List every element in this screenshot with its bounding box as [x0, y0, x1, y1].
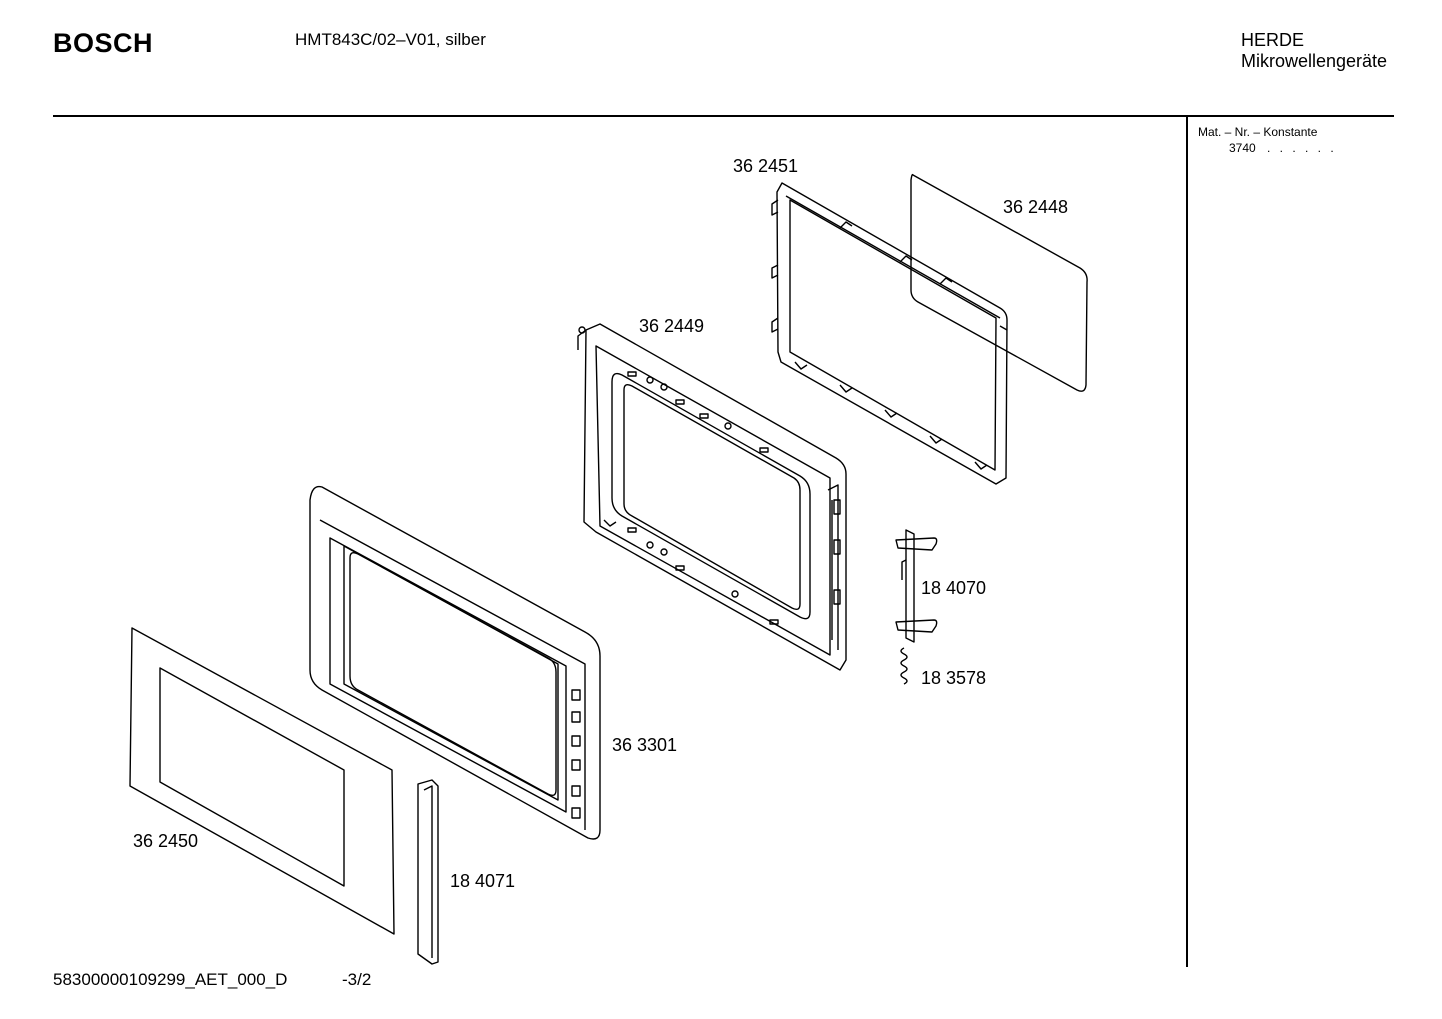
category-label: HERDE: [1241, 30, 1305, 50]
model-number: HMT843C/02–V01, silber: [295, 30, 486, 49]
mat-nr-label: Mat. – Nr. – Konstante: [1198, 125, 1318, 139]
header-divider: [53, 115, 1394, 117]
part-label-362450: 36 2450: [133, 831, 199, 851]
part-label-362451: 36 2451: [733, 156, 799, 176]
brand-logo: BOSCH: [53, 28, 154, 58]
door-hook-part: [895, 529, 938, 643]
mat-nr-value: 3740: [1229, 141, 1256, 155]
page-number: -3/2: [342, 970, 372, 989]
part-label-183578: 18 3578: [921, 668, 987, 688]
outer-frame-part: [309, 485, 601, 840]
mat-nr-dots: . . . . . .: [1267, 141, 1337, 155]
handle-strip-part: [417, 779, 439, 965]
front-panel-part: [129, 627, 395, 935]
subcategory-label: Mikrowellengeräte: [1241, 51, 1388, 71]
part-label-184070: 18 4070: [921, 578, 987, 598]
part-label-362448: 36 2448: [1003, 197, 1069, 217]
part-label-184071: 18 4071: [450, 871, 516, 891]
spring-part: [900, 647, 908, 685]
side-panel-divider: [1186, 116, 1188, 967]
part-label-362449: 36 2449: [639, 316, 705, 336]
part-label-363301: 36 3301: [612, 735, 678, 755]
inner-frame-part: [771, 182, 1008, 485]
door-chassis-part: [577, 323, 847, 671]
exploded-view-drawing: [129, 173, 1088, 965]
document-id: 58300000109299_AET_000_D: [53, 970, 288, 989]
glass-pane-part: [910, 173, 1088, 392]
